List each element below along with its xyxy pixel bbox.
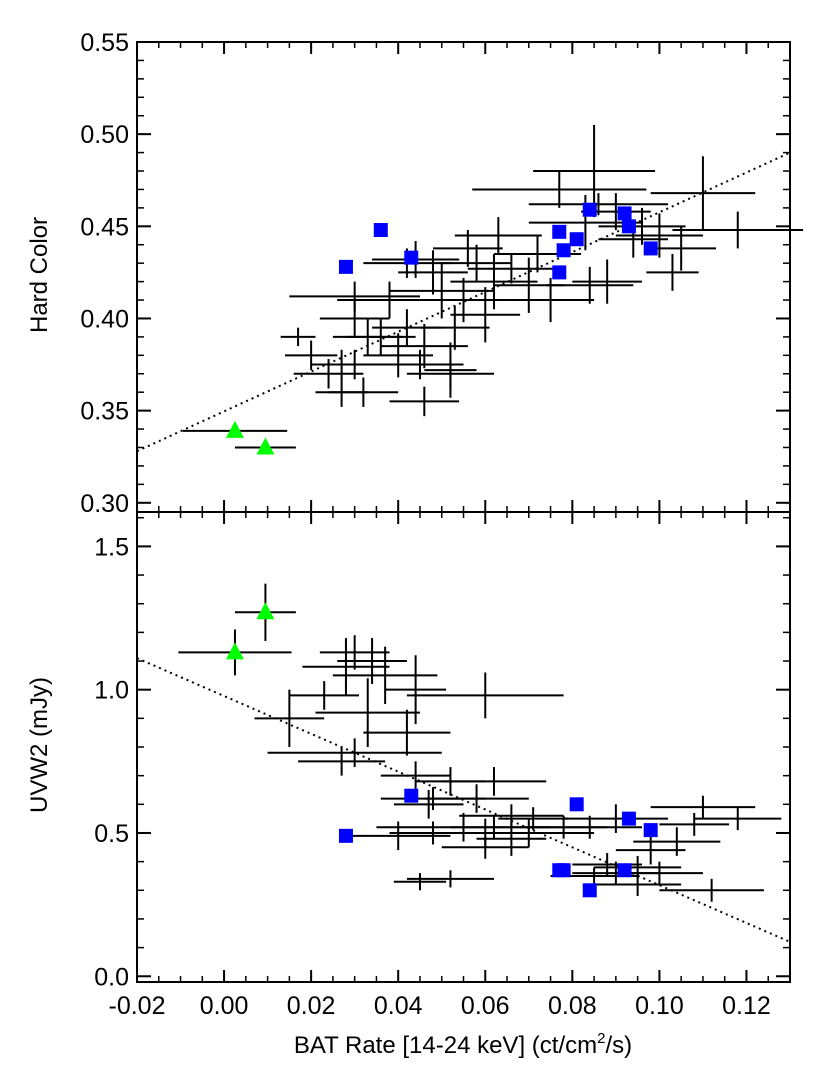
x-tick-label: -0.02 (109, 992, 166, 1020)
x-tick-label: 0.08 (548, 992, 597, 1020)
top-y-tick-label: 0.35 (80, 398, 129, 426)
top-blue-square-point (617, 206, 632, 221)
bottom-blue-square-point (556, 863, 571, 878)
top-y-tick-label: 0.30 (80, 490, 129, 518)
bottom-panel: -0.02 0.00 0.02 0.04 0.06 0.08 0.10 0.12 0.0 0.5 1… (94, 511, 791, 1020)
bottom-green-triangle-point (256, 602, 275, 620)
bottom-blue-square-point (338, 828, 353, 843)
top-green-triangle-point (225, 420, 244, 438)
top-y-tick-label: 0.55 (80, 29, 129, 57)
bottom-blue-square-point (617, 863, 632, 878)
top-blue-square-point (552, 224, 567, 239)
top-plot-frame (136, 41, 791, 513)
bottom-y-tick-label: 0.0 (94, 963, 129, 991)
top-y-tick-label: 0.45 (80, 213, 129, 241)
bottom-blue-square-point (621, 811, 636, 826)
top-blue-square-point (569, 232, 584, 247)
bottom-y-tick-label: 1.5 (94, 533, 129, 561)
top-blue-square-point (621, 219, 636, 234)
bottom-y-axis-title: UVW2 (mJy) (26, 677, 53, 813)
bottom-y-tick-label: 1.0 (94, 677, 129, 705)
top-blue-square-point (404, 250, 419, 265)
top-y-tick-label: 0.50 (80, 121, 129, 149)
top-y-axis-title: Hard Color (26, 217, 53, 333)
bottom-fit-line (136, 657, 791, 943)
x-tick-label: 0.10 (635, 992, 684, 1020)
x-axis-title-end: /s) (605, 1032, 632, 1059)
x-axis-title-main: BAT Rate [14-24 keV] (ct/cm (294, 1032, 597, 1059)
x-tick-label: 0.06 (461, 992, 510, 1020)
top-blue-square-point (643, 241, 658, 256)
bottom-blue-square-point (582, 883, 597, 898)
top-blue-square-point (556, 243, 571, 258)
bottom-green-triangle-point (225, 642, 244, 660)
x-axis-title-sup: 2 (597, 1030, 605, 1047)
top-blue-square-point (582, 202, 597, 217)
top-blue-square-point (373, 223, 388, 237)
top-blue-square-point (552, 265, 567, 280)
bottom-y-tick-label: 0.5 (94, 820, 129, 848)
top-panel: 0.30 0.35 0.40 0.45 0.50 0.55 (80, 29, 804, 518)
bottom-plot-frame (136, 511, 791, 983)
x-axis-title: BAT Rate [14-24 keV] (ct/cm2/s) (294, 1030, 632, 1059)
top-green-triangle-point (256, 437, 275, 455)
bottom-blue-square-point (569, 797, 584, 812)
x-tick-label: 0.04 (374, 992, 423, 1020)
top-blue-square-point (338, 259, 353, 274)
x-tick-label: 0.12 (722, 992, 771, 1020)
x-tick-label: 0.02 (287, 992, 336, 1020)
top-y-tick-label: 0.40 (80, 305, 129, 333)
bottom-blue-square-point (404, 788, 419, 803)
bottom-blue-square-point (643, 823, 658, 838)
x-tick-label: 0.00 (200, 992, 249, 1020)
